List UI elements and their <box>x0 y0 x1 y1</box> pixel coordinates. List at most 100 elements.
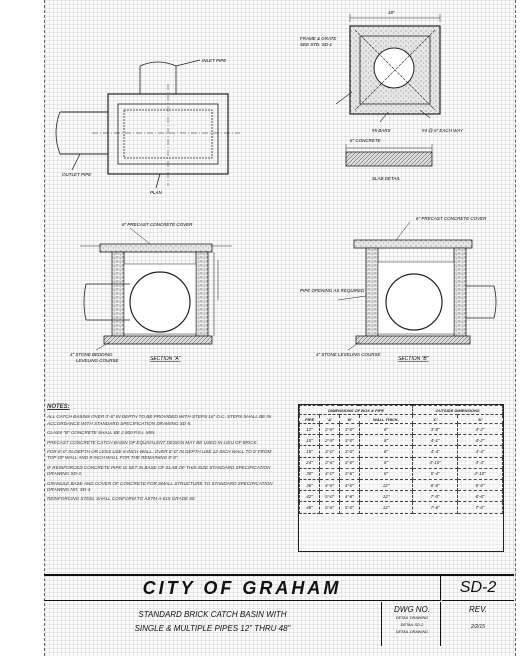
table-col-header: 'D' <box>457 414 503 424</box>
bars-label: #4 @ 6" EACH WAY <box>422 128 464 133</box>
section-a-course-label: LEVELING COURSE <box>76 358 120 363</box>
note-item: PRECAST CONCRETE CATCH BASIN OF EQUIVALE… <box>47 439 258 445</box>
table-cell: 3'-0" <box>319 445 340 458</box>
section-b-stone-label: 4" STONE LEVELING COURSE <box>316 352 382 357</box>
table-cell: 8" <box>358 434 414 447</box>
table-cell: 4'-1" <box>412 434 459 447</box>
dwg-small-text: DETAIL DRAWING <box>395 616 429 620</box>
table-cell: 12" <box>358 501 414 514</box>
table-cell: 7'-0" <box>457 501 503 514</box>
table-row: 48"5'-6"5'-0"12"7'-6"7'-0" <box>298 501 503 514</box>
note-item: IF REINFORCED CONCRETE PIPE IS SET IN BA… <box>47 464 271 477</box>
table-cell: 42" <box>298 490 321 503</box>
description-line-2: SINGLE & MULTIPLE PIPES 12" THRU 48" <box>134 624 291 633</box>
table-cell: 7'-0" <box>412 490 459 503</box>
city-name: CITY OF GRAHAM <box>44 576 441 601</box>
table-col-header: 'B' <box>339 414 360 424</box>
table-col-header: PIPE <box>298 414 321 424</box>
section-a-precast-label: 6" PRECAST CONCRETE COVER <box>122 222 193 227</box>
table-row: 15"2'-9"3'-0"8"4'-1"4'-2" <box>298 434 503 447</box>
table-cell: 8" <box>358 467 414 480</box>
table-cell: 2'-9" <box>319 434 340 447</box>
table-cell: 3'-0" <box>339 422 360 436</box>
table-cell: 6'-6" <box>412 478 459 492</box>
table-cell: 5'-6" <box>319 501 340 514</box>
rebar-label: #5 BARS <box>372 128 391 133</box>
title-block: CITY OF GRAHAM SD-2 STANDARD BRICK CATCH… <box>44 574 514 658</box>
plan-view <box>55 59 240 189</box>
table-cell: 3'-8" <box>412 422 459 436</box>
table-cell: 3'-0" <box>339 434 360 447</box>
rev-cell: REV. 2/2/15 <box>442 602 514 646</box>
table-cell: 3'-0" <box>339 456 360 469</box>
table-cell: 3'-6" <box>339 467 360 480</box>
table-cell: 8" <box>358 422 414 436</box>
frame-grate-sub-label: SEE STD. SD-1 <box>300 42 333 47</box>
slab-label: 6" CONCRETE <box>350 138 382 143</box>
table-col-header: WALL THICK. <box>358 414 414 424</box>
table-header-left: DIMENSIONS OF BOX & PIPE <box>298 405 414 415</box>
table-cell: 4'-10" <box>457 467 503 480</box>
table-cell: 12" <box>298 422 321 436</box>
note-item: GRANULE BASE AND COVER OF CONCRETE FOR S… <box>47 480 273 493</box>
table-cell: 15" <box>298 434 321 447</box>
table-cell: 3'-6" <box>319 456 340 469</box>
table-cell: 5'-4" <box>412 467 459 480</box>
table-cell: 6'-0" <box>457 478 503 492</box>
grate-top-dim: 18" <box>388 10 395 15</box>
table-body: 12"2'-6"3'-0"8"3'-8"4'-2"15"2'-9"3'-0"8"… <box>298 422 503 514</box>
plan-label: PLAN <box>150 190 163 195</box>
sheet-number: SD-2 <box>442 576 514 601</box>
table-cell: 12" <box>358 478 414 492</box>
table-cell: 5'-0" <box>339 501 360 514</box>
table-cell: 4'-2" <box>457 434 503 447</box>
notes-block: NOTES: ALL CATCH BASINS OVER 3'-6" IN DE… <box>47 404 273 506</box>
table-cell: 4'-6" <box>319 478 340 492</box>
table-cell: 4'-0" <box>319 467 340 480</box>
table-cell: 36" <box>298 478 321 492</box>
table-cell: 18" <box>298 445 321 458</box>
table-row: 12"2'-6"3'-0"8"3'-8"4'-2" <box>298 422 503 436</box>
dimensions-table: DIMENSIONS OF BOX & PIPE OUTSIDE DIMENSI… <box>298 404 504 552</box>
table-row: 18"3'-0"3'-0"8"4'-4"4'-4" <box>298 445 503 458</box>
table-row: 30"4'-0"3'-6"8"5'-4"4'-10" <box>298 467 503 480</box>
table-cell: 4'-4" <box>412 445 459 458</box>
description-line-1: STANDARD BRICK CATCH BASIN WITH <box>138 610 287 619</box>
inlet-pipe-label: INLET PIPE <box>202 58 227 63</box>
rev-date: 2/2/15 <box>471 624 485 630</box>
table-row: 42"5'-0"4'-6"12"7'-0"6'-6" <box>298 490 503 503</box>
section-a-view <box>80 227 232 351</box>
table-row: 24"3'-6"3'-0"8"4'-10"4'-4" <box>298 456 503 469</box>
table-row: 36"4'-6"4'-0"12"6'-6"6'-0" <box>298 478 503 492</box>
table-cell: 8" <box>358 456 414 469</box>
section-b-view <box>337 221 497 351</box>
outlet-pipe-label: OUTLET PIPE <box>62 172 92 177</box>
table-cell: 24" <box>298 456 321 469</box>
table-cell: 4'-4" <box>457 445 503 458</box>
dwg-no-label: DWG NO. <box>394 605 430 614</box>
grate-view <box>335 14 441 167</box>
dwg-small-text: DETAIL DRAWING <box>395 630 429 634</box>
drawing-description: STANDARD BRICK CATCH BASIN WITH SINGLE &… <box>44 602 382 646</box>
table-header-right: OUTSIDE DIMENSIONS <box>412 405 503 415</box>
table-cell: 4'-4" <box>457 456 503 469</box>
section-b-precast-label: 6" PRECAST CONCRETE COVER <box>416 216 487 221</box>
table-cell: 2'-6" <box>319 422 340 436</box>
section-a-stone-label: 4" STONE BEDDING <box>70 352 113 357</box>
table-cell: 30" <box>298 467 321 480</box>
table-cell: 4'-6" <box>339 490 360 503</box>
rev-label: REV. <box>468 605 488 614</box>
table-cell: 12" <box>358 490 414 503</box>
table-col-header: 'A' <box>319 414 340 424</box>
table-cell: 3'-0" <box>339 445 360 458</box>
dwg-no-cell: DWG NO. DETAIL DRAWING DETAIL SD-2 DETAI… <box>384 602 441 646</box>
frame-grate-label: FRAME & GRATE <box>300 36 337 41</box>
note-item: ALL CATCH BASINS OVER 3'-6" IN DEPTH TO … <box>47 414 272 426</box>
section-b-title: SECTION "B" <box>398 356 429 362</box>
table-cell: 7'-6" <box>412 501 459 514</box>
table-cell: 8" <box>358 445 414 458</box>
note-item: CLASS "B" CONCRETE SHALL BE 2,500 P.S.I.… <box>47 430 156 436</box>
table-cell: 5'-0" <box>319 490 340 503</box>
table-cell: 4'-2" <box>457 422 503 436</box>
